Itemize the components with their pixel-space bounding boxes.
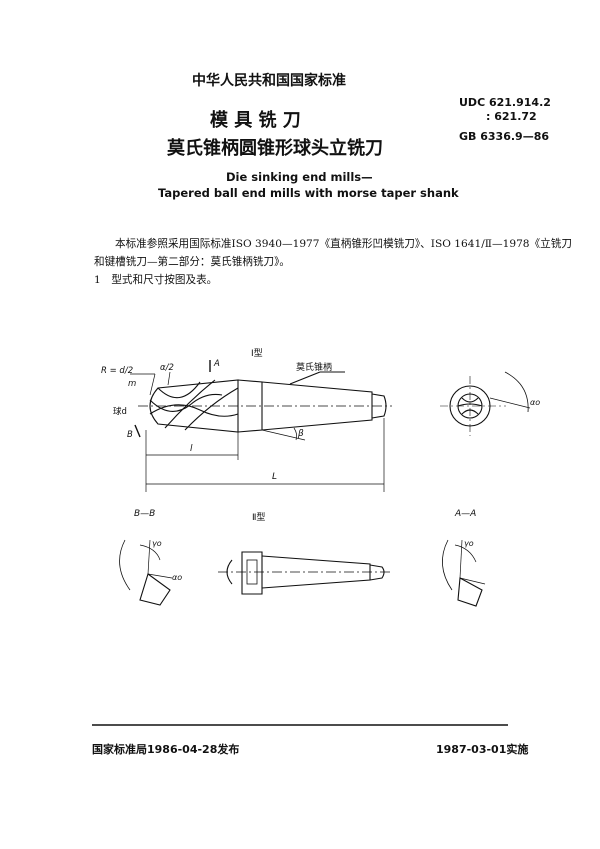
section-aa-gamma-label: γo bbox=[464, 539, 474, 548]
type1-label: Ⅰ型 bbox=[251, 348, 263, 359]
section-bb-alpha-label: αo bbox=[172, 573, 182, 582]
section-bb-gamma-label: γo bbox=[152, 539, 162, 548]
alpha-half-label: α/2 bbox=[160, 363, 174, 373]
beta-label: β bbox=[297, 429, 304, 439]
udc-code-cont: : 621.72 bbox=[486, 110, 537, 123]
type2-label: Ⅱ型 bbox=[252, 512, 265, 523]
shank-label: 莫氏锥柄 bbox=[296, 361, 332, 373]
page-subtitle: 莫氏锥柄圆锥形球头立铣刀 bbox=[167, 138, 383, 159]
gb-number: GB 6336.9—86 bbox=[459, 130, 549, 143]
radius-label: R = d/2 bbox=[101, 366, 133, 376]
m-label: m bbox=[128, 379, 136, 389]
english-title-line1: Die sinking end mills— bbox=[226, 170, 373, 184]
intro-paragraph-line1: 本标准参照采用国际标准ISO 3940—1977《直柄锥形凹模铣刀》、ISO 1… bbox=[115, 238, 572, 250]
b-mark-label: B bbox=[127, 430, 133, 440]
effective-date: 1987-03-01实施 bbox=[436, 743, 529, 756]
intro-paragraph-line2: 和键槽铣刀—第二部分：莫氏锥柄铣刀》。 bbox=[94, 256, 290, 268]
section-bb-label: B—B bbox=[134, 509, 155, 519]
section-1-text: 1 型式和尺寸按图及表。 bbox=[94, 274, 218, 286]
a-mark-label: A bbox=[213, 359, 220, 369]
L-dimension-label: L bbox=[272, 472, 277, 482]
section-aa-label: A—A bbox=[454, 509, 476, 519]
l-dimension-label: l bbox=[190, 444, 193, 454]
udc-code: UDC 621.914.2 bbox=[459, 96, 551, 109]
english-title-line2: Tapered ball end mills with morse taper … bbox=[158, 186, 459, 200]
page-title: 模 具 铣 刀 bbox=[210, 110, 301, 131]
ball-d-label: 球d bbox=[113, 406, 127, 417]
issued-date: 国家标准局1986-04-28发布 bbox=[92, 743, 240, 756]
end-view-alpha-label: αo bbox=[530, 398, 540, 407]
standard-category: 中华人民共和国国家标准 bbox=[192, 73, 346, 89]
